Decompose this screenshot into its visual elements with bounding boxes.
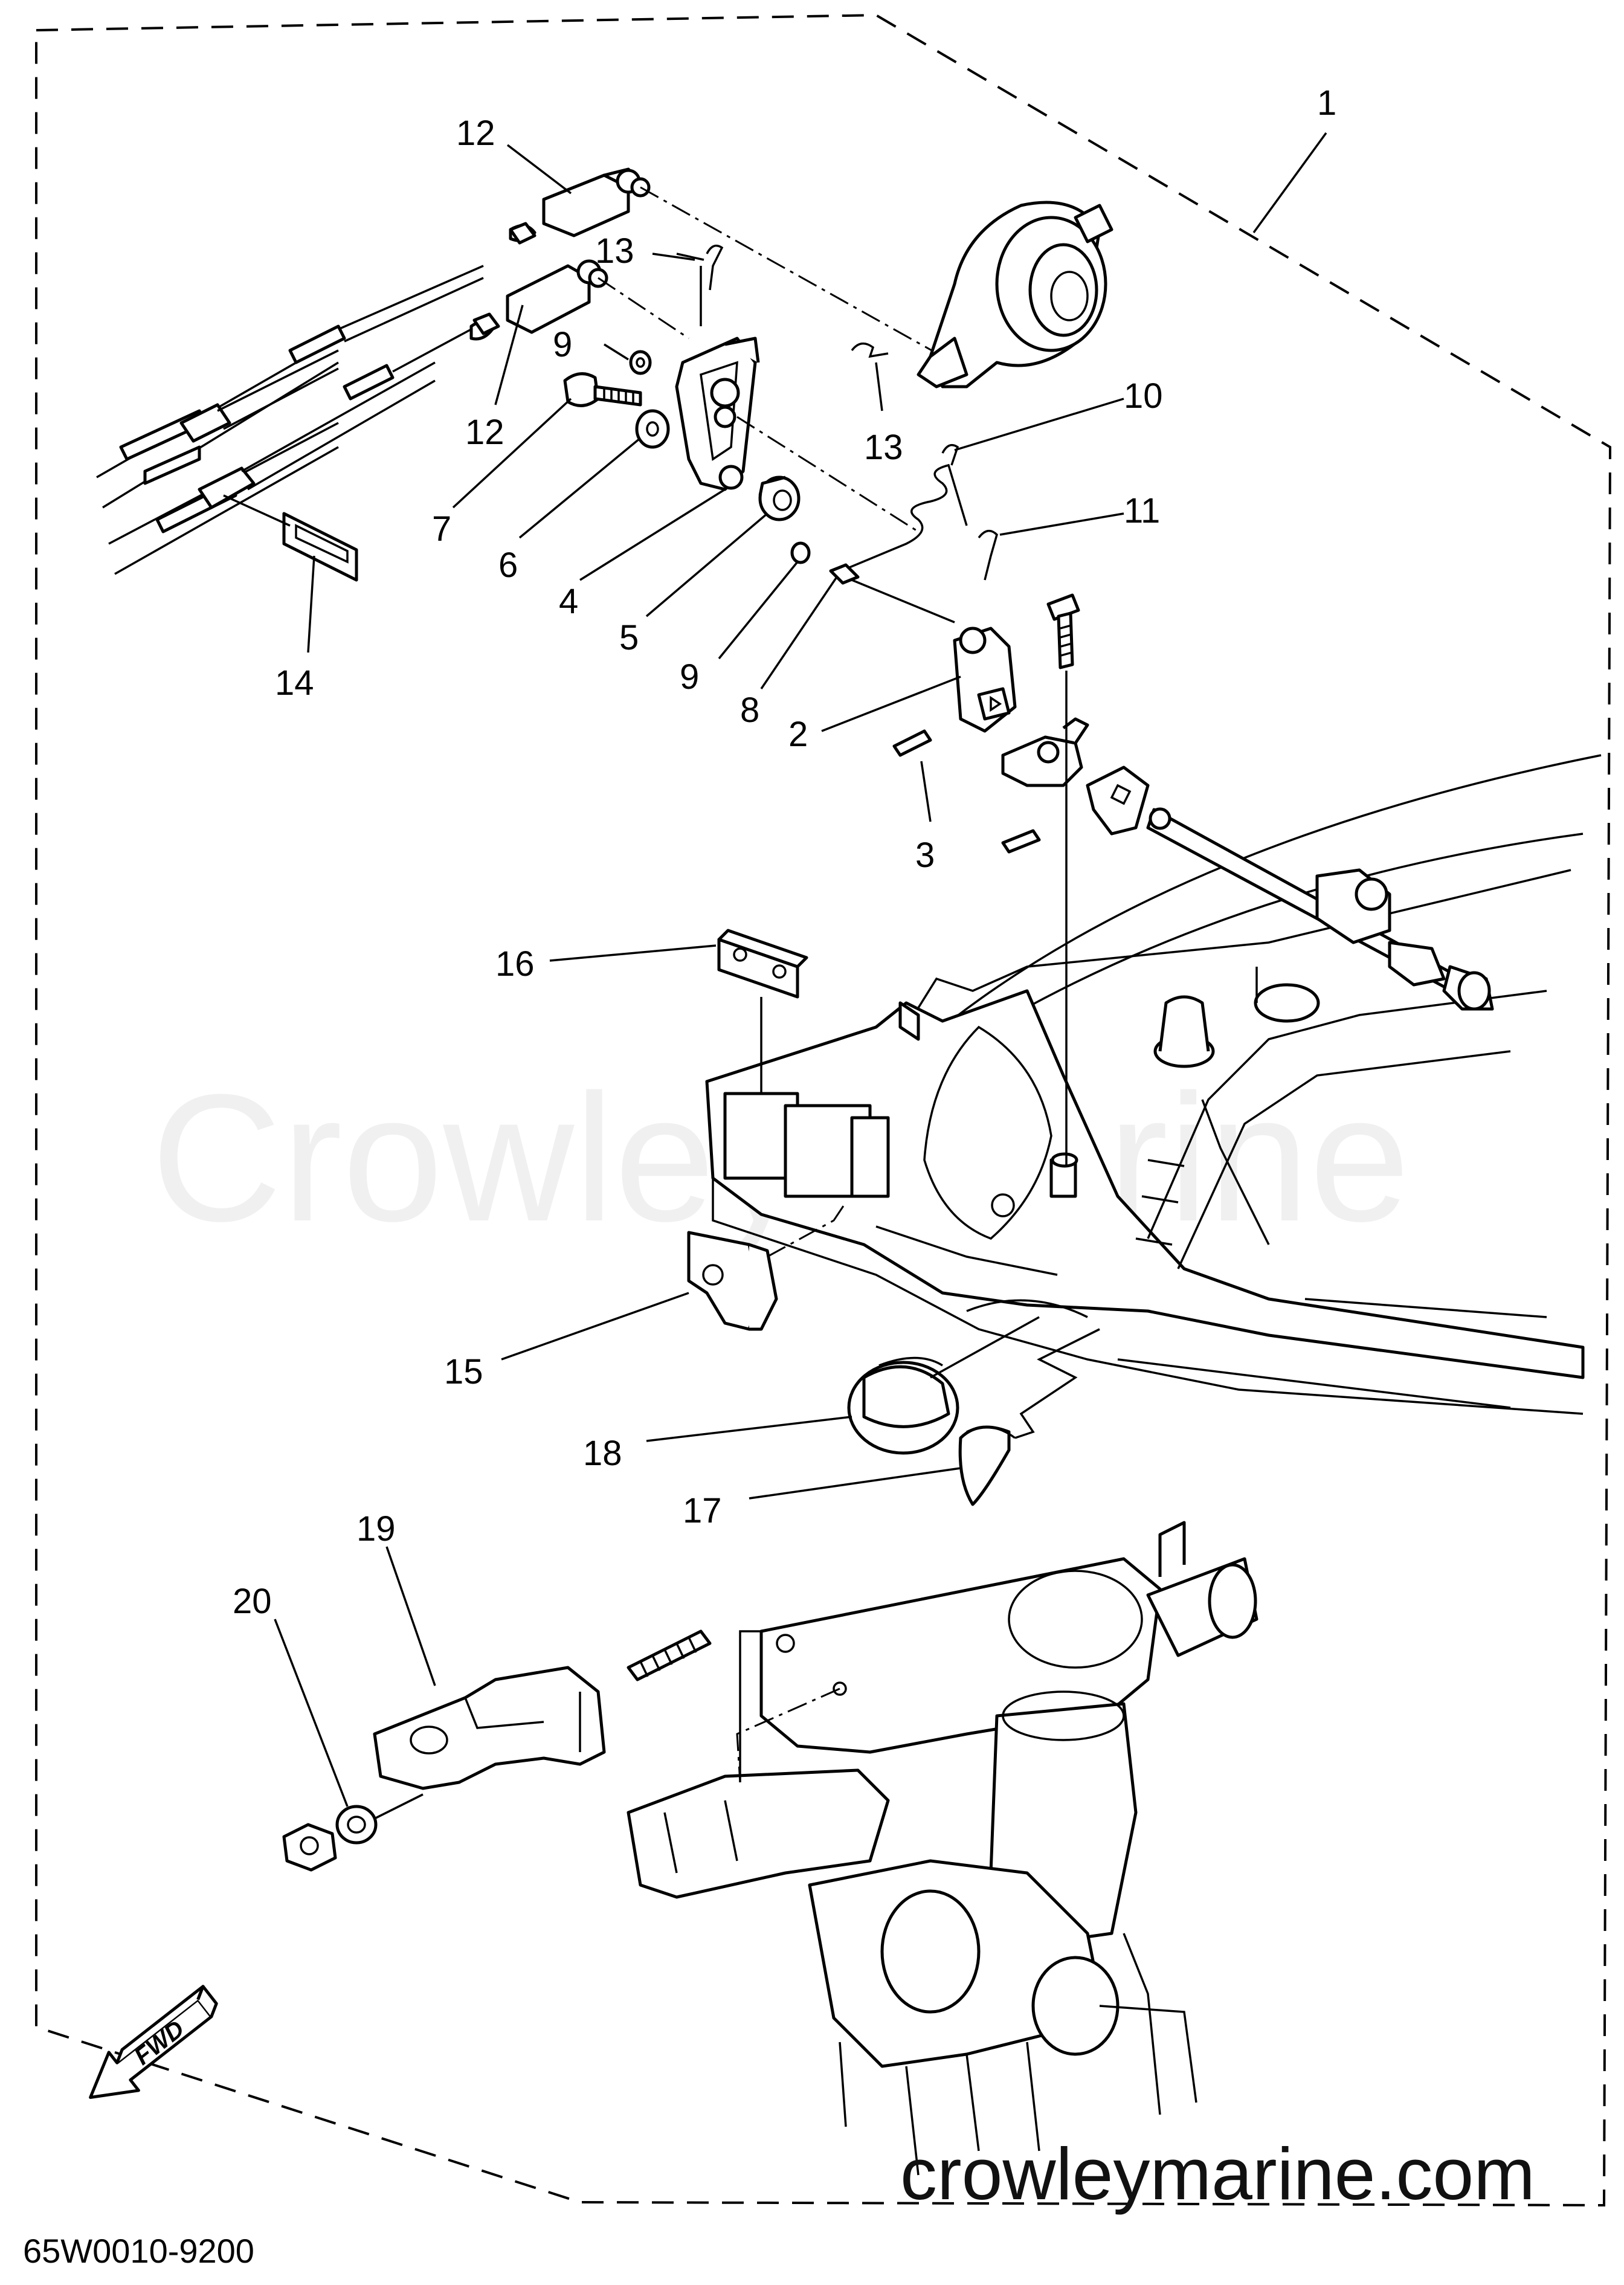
throttle-cam [917, 201, 1113, 388]
callout-1: 1 [1317, 83, 1336, 123]
part-16-plate [717, 929, 808, 1094]
throttle-cables [96, 224, 536, 575]
part-18-plug [847, 1316, 1040, 1455]
shift-lever-bracket [1001, 717, 1150, 854]
callout-9-lower: 9 [680, 657, 699, 697]
part-20-washer [335, 1793, 424, 1845]
part-15-grommet [687, 1202, 847, 1331]
callout-16: 16 [495, 944, 535, 984]
callout-12-upper: 12 [456, 114, 495, 153]
part-19-bracket [373, 1666, 606, 1790]
screw [1046, 593, 1080, 1166]
part-11-clip [978, 529, 998, 581]
part-12-joint-upper [542, 167, 943, 358]
callout-12-lower: 12 [465, 413, 504, 452]
callout-7: 7 [432, 509, 451, 549]
part-4-lever [675, 337, 919, 533]
part-13-clip-lower [851, 342, 889, 411]
callout-11: 11 [1124, 491, 1160, 530]
callout-14: 14 [275, 663, 314, 703]
callout-18: 18 [583, 1434, 622, 1473]
callout-6: 6 [498, 546, 518, 585]
callout-13-lower: 13 [864, 428, 903, 467]
callout-19: 19 [356, 1509, 396, 1549]
part-8-link-rod [790, 463, 968, 624]
part-14-clip [223, 494, 358, 582]
callout-8: 8 [740, 691, 759, 730]
steering-bracket [627, 1521, 1258, 2176]
site-url: crowleymarine.com [900, 2133, 1535, 2215]
callout-labels: 1 2 3 4 5 6 7 8 9 9 10 11 12 12 13 13 14… [233, 83, 1336, 1621]
callout-3: 3 [915, 836, 935, 875]
callout-5: 5 [619, 618, 639, 657]
callout-13-upper: 13 [595, 231, 634, 271]
cable-nut-upper [509, 222, 536, 245]
cable-nut-lower [472, 312, 500, 335]
part-12-joint-lower [506, 259, 689, 340]
diagram-code: 65W0010-9200 [23, 2232, 254, 2270]
callout-20: 20 [233, 1582, 272, 1621]
part-10-clip [941, 443, 959, 466]
fwd-arrow: FWD [89, 1985, 218, 2100]
callout-4: 4 [559, 582, 578, 621]
part-2-lever [953, 627, 1017, 733]
callout-15: 15 [444, 1352, 483, 1391]
shift-shaft [1146, 807, 1494, 1011]
callout-17: 17 [683, 1491, 722, 1530]
part-5-bushing [758, 475, 801, 521]
leader-lines [274, 144, 1124, 1807]
callout-10: 10 [1124, 376, 1163, 416]
part-13-clip-upper [676, 244, 724, 326]
callout-9-upper: 9 [553, 325, 572, 364]
part-17-plug [958, 1328, 1100, 1506]
part-9-washer-upper [629, 350, 652, 375]
assembly-boundary [35, 13, 1612, 2207]
bottom-cowling [705, 754, 1602, 1415]
hex-nut [282, 1823, 337, 1872]
callout-2: 2 [788, 715, 808, 754]
part-3-pin [892, 729, 932, 822]
spring [627, 1629, 712, 1681]
part-7-bolt [563, 372, 642, 407]
part-6-washer [635, 409, 670, 449]
